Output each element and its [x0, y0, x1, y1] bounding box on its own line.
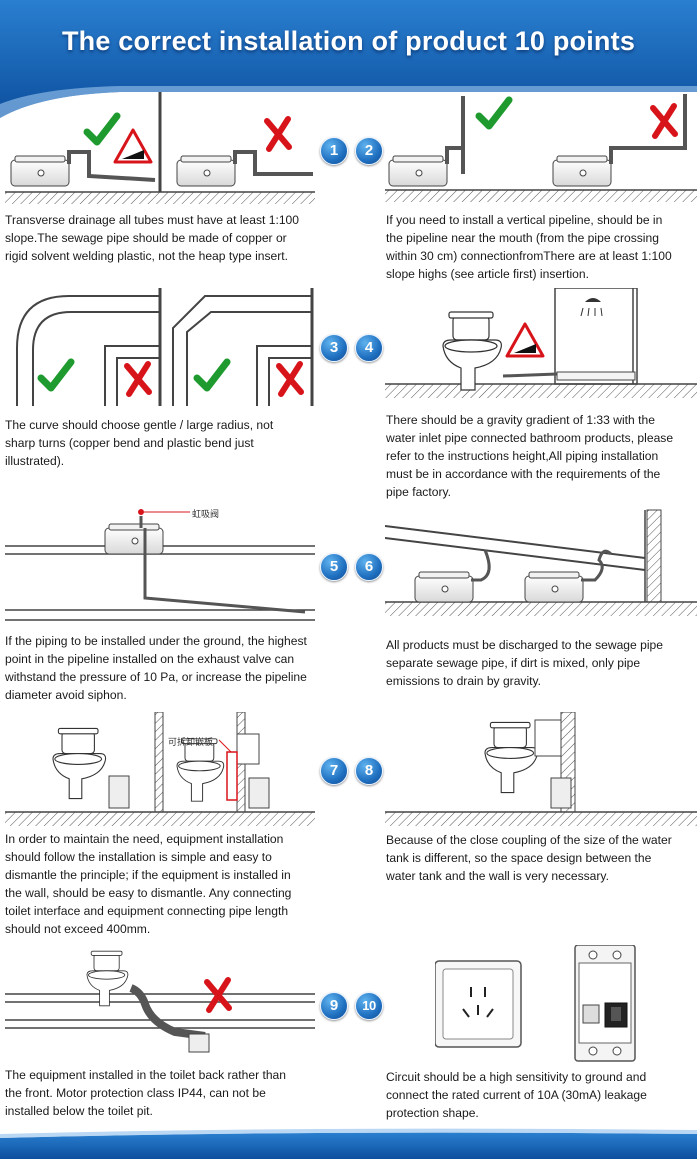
siphon-valve-label: 虹吸阀: [192, 509, 220, 519]
text-line: If the piping to be installed under the …: [5, 634, 307, 648]
text-line: should not exceed 400mm.: [5, 922, 151, 936]
text-line: In order to maintain the need, equipment…: [5, 832, 284, 846]
text-line: protection shape.: [386, 1106, 479, 1120]
text-line: slope highs (see article first) insertio…: [386, 267, 589, 281]
text-line: tank is different, so the space design b…: [386, 851, 652, 865]
slope-warning-icon: [113, 128, 153, 164]
text-line: must be in accordance with the requireme…: [386, 467, 661, 481]
text-line: water tank and the wall is very necessar…: [386, 869, 609, 883]
illustration-point-1: [5, 92, 315, 204]
badge-point-10: 10: [355, 992, 383, 1020]
cross-icon: [127, 364, 149, 394]
badge-point-3: 3: [320, 334, 348, 362]
description-point-10: Circuit should be a high sensitivity to …: [386, 1068, 697, 1122]
description-point-2: If you need to install a vertical pipeli…: [386, 211, 697, 283]
text-line: If you need to install a vertical pipeli…: [386, 213, 663, 227]
wall-socket: [435, 960, 522, 1048]
text-line: within 30 cm) connectionfromThere are at…: [386, 249, 672, 263]
text-line: There should be a gravity gradient of 1:…: [386, 413, 655, 427]
badge-point-8: 8: [355, 757, 383, 785]
text-line: toilet interface and equipment connectin…: [5, 904, 289, 918]
cross-icon: [653, 106, 675, 136]
text-line: separate sewage pipe, if dirt is mixed, …: [386, 656, 641, 670]
header-background: [0, 0, 697, 118]
description-point-7: In order to maintain the need, equipment…: [5, 830, 335, 938]
text-line: the wall, should be easy to dismantle. A…: [5, 886, 292, 900]
check-icon: [197, 362, 227, 388]
badge-point-1: 1: [320, 137, 348, 165]
shower-icon: [580, 298, 603, 317]
text-line: rigid solvent welding plastic, not the h…: [5, 249, 289, 263]
check-icon: [41, 362, 71, 388]
text-line: diameter avoid siphon.: [5, 688, 127, 702]
text-line: emissions to drain by gravity.: [386, 674, 542, 688]
text-line: illustrated).: [5, 454, 65, 468]
check-icon: [479, 100, 509, 126]
badge-point-5: 5: [320, 553, 348, 581]
cross-icon: [267, 119, 289, 149]
badge-point-9: 9: [320, 992, 348, 1020]
badge-point-4: 4: [355, 334, 383, 362]
illustration-point-10: [435, 945, 636, 1062]
cross-icon: [279, 364, 301, 394]
circuit-breaker: [574, 945, 636, 1062]
illustration-point-9: [5, 950, 315, 1053]
text-line: should follow the installation is simple…: [5, 850, 272, 864]
text-line: the pipeline near the mouth (from the pi…: [386, 231, 659, 245]
text-line: the front. Motor protection class IP44, …: [5, 1086, 266, 1100]
text-line: withstand the pressure of 10 Pa, or incr…: [5, 670, 307, 684]
description-point-6: All products must be discharged to the s…: [386, 636, 697, 690]
text-line: slope.The sewage pipe should be made of …: [5, 231, 287, 245]
page-title: The correct installation of product 10 p…: [61, 26, 636, 56]
text-line: The equipment installed in the toilet ba…: [5, 1068, 287, 1082]
text-line: point in the pipeline installed on the e…: [5, 652, 295, 666]
description-point-8: Because of the close coupling of the siz…: [386, 831, 697, 885]
removable-panel-label: 可拆卸嵌板: [168, 737, 214, 747]
illustration-point-4: [385, 288, 697, 398]
illustration-point-5: [5, 509, 315, 621]
footer-band: [0, 1128, 697, 1159]
illustration-point-3: [16, 288, 314, 406]
illustration-point-2: [385, 94, 697, 202]
text-line: Because of the close coupling of the siz…: [386, 833, 672, 847]
description-point-5: If the piping to be installed under the …: [5, 632, 335, 704]
text-line: pipe factory.: [386, 485, 451, 499]
description-point-9: The equipment installed in the toilet ba…: [5, 1066, 335, 1120]
badge-point-7: 7: [320, 757, 348, 785]
badge-point-6: 6: [355, 553, 383, 581]
illustration-point-7: [5, 712, 315, 826]
text-line: Circuit should be a high sensitivity to …: [386, 1070, 647, 1084]
header-banner: The correct installation of product 10 p…: [0, 0, 697, 118]
text-line: dismantle the principle; if the equipmen…: [5, 868, 291, 882]
check-icon: [87, 116, 117, 142]
text-line: water inlet pipe connected bathroom prod…: [386, 431, 674, 445]
description-point-3: The curve should choose gentle / large r…: [5, 416, 335, 470]
text-line: All products must be discharged to the s…: [386, 638, 663, 652]
text-line: Transverse drainage all tubes must have …: [5, 213, 299, 227]
description-point-1: Transverse drainage all tubes must have …: [5, 211, 335, 265]
text-line: installed below the toilet pit.: [5, 1104, 153, 1118]
illustration-point-8: [385, 712, 697, 826]
text-line: The curve should choose gentle / large r…: [5, 418, 274, 432]
cross-icon: [207, 980, 229, 1010]
badge-point-2: 2: [355, 137, 383, 165]
description-point-4: There should be a gravity gradient of 1:…: [386, 411, 697, 501]
illustration-point-6: [385, 509, 697, 616]
text-line: connect the rated current of 10A (30mA) …: [386, 1088, 647, 1102]
text-line: refer to the instructions height,All pip…: [386, 449, 659, 463]
text-line: sharp turns (copper bend and plastic ben…: [5, 436, 254, 450]
slope-warning-icon: [505, 322, 545, 358]
